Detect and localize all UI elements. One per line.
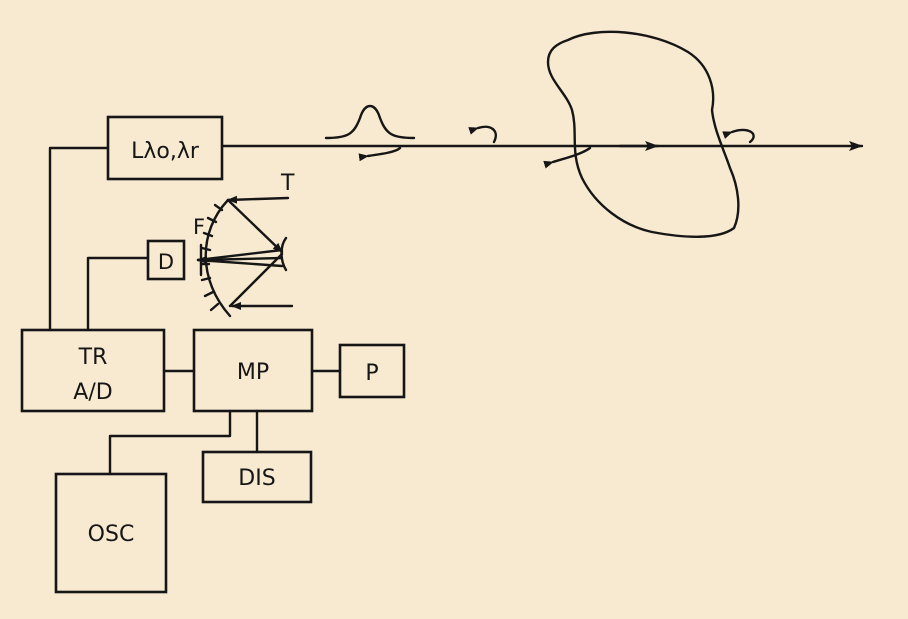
laser-label: Lλo,λr: [131, 139, 200, 164]
detector-to-tr-wire: [86, 256, 150, 332]
detector-label: D: [158, 250, 174, 274]
laser-to-tr-wire: [48, 146, 110, 332]
pulse-shape-icon: [324, 104, 416, 140]
secondary-mirror: [280, 236, 288, 272]
focus-ray-2: [196, 255, 284, 264]
filter-label: F: [193, 215, 205, 239]
mp-to-osc-wire: [108, 409, 232, 476]
tr-label: TR: [78, 345, 108, 370]
detector-box: [146, 239, 186, 281]
reflected-ray-bottom: [228, 252, 284, 308]
cloud-target: [546, 30, 740, 238]
backscatter-curl-1: [358, 146, 402, 162]
scatter-curl-4: [722, 128, 755, 144]
incoming-ray-top: [226, 195, 290, 204]
display-label: DIS: [238, 466, 275, 491]
reflected-ray-top: [226, 198, 284, 254]
focus-ray-1: [196, 248, 284, 262]
mirror-hatching: [199, 203, 224, 312]
ad-label: A/D: [73, 380, 112, 405]
display-box: [201, 450, 313, 504]
focus-ray-3: [196, 258, 284, 268]
mp-label: MP: [237, 360, 269, 385]
oscilloscope-label: OSC: [88, 522, 135, 547]
backscatter-curl-3: [543, 146, 592, 169]
printer-box: [338, 343, 406, 399]
printer-label: P: [365, 361, 378, 386]
oscilloscope-box: [54, 472, 168, 594]
telescope-label: T: [280, 171, 295, 196]
scatter-curl-2: [468, 125, 497, 144]
